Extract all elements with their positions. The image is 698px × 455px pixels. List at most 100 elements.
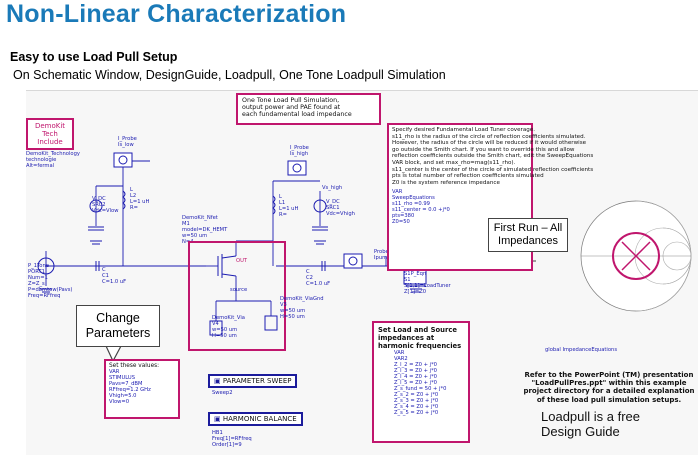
z-l-5: Z_l_5 = Z0 + j*0: [394, 380, 437, 386]
z-l-2: Z_l_2 = Z0 + j*0: [394, 362, 437, 368]
hemt-name: M1: [182, 221, 190, 227]
harmonics-title-1: Set Load and Source: [378, 326, 457, 334]
parameter-sweep-block[interactable]: ▣ PARAMETER SWEEP: [208, 374, 298, 388]
via-right-type: DemoKit_ViaGnd: [280, 296, 324, 302]
sweep-var-center: s11_center = 0.0 +j*0: [392, 207, 450, 214]
z-s-2: Z_s_2 = Z0 + j*0: [394, 392, 439, 398]
inductor-right-r: R=: [279, 212, 287, 218]
iprobe-left-type: I_Probe: [118, 136, 137, 142]
parameter-sweep-label: PARAMETER SWEEP: [222, 377, 292, 385]
vdc-left-value: Vdc=Vlow: [92, 208, 119, 214]
s1p-type: S1P_Eqn: [404, 271, 427, 277]
transistor-highlight-box: [188, 241, 286, 351]
hemt-type: DemoKit_Nfet: [182, 215, 218, 221]
sweep-var-pts: pts=380: [392, 213, 415, 220]
hemt-label[interactable]: DemoKit_Nfet M1 model=DK_HEMT w=50 um N=…: [182, 215, 227, 245]
harmonic-impedances-box[interactable]: Set Load and Source impedances at harmon…: [372, 321, 470, 443]
coverage-note-5: reflection coefficients outside the Smit…: [392, 153, 594, 160]
s1p-s11: S[1,1]=LoadTuner: [404, 283, 451, 289]
inductor-left-name: L2: [130, 193, 137, 199]
iprobe-right-label[interactable]: I_Probe Is_high: [290, 145, 309, 157]
sweep-var-type: VAR: [392, 189, 403, 196]
coverage-note-1: Specify desired Fundamental Load Tuner c…: [392, 127, 536, 133]
vdc-right-type: V_DC: [326, 199, 340, 205]
first-run-line-2: Impedances: [498, 235, 558, 247]
vdc-left-type: V_DC: [92, 196, 106, 202]
source-tone-port: PORT1: [28, 269, 45, 275]
cap-left-type: C: [102, 267, 106, 273]
sweep-icon: ▣: [214, 377, 221, 385]
s1p-label[interactable]: S1P_Eqn S1 S[1,1]=LoadTuner Z[1]=Z0: [404, 271, 451, 295]
refer-note: Refer to the PowerPoint (TM) presentatio…: [521, 371, 697, 404]
stimulus-name: STIMULUS: [109, 375, 135, 382]
sweep-var-block[interactable]: VAR SweepEquations s11_rho =0.99 s11_cen…: [392, 189, 528, 225]
iprobe-left-label[interactable]: I_Probe Is_low: [118, 136, 137, 148]
harmonics-var-type: VAR: [394, 350, 405, 356]
z-l-3: Z_l_3 = Z0 + j*0: [394, 368, 437, 374]
demokit-label-3: Include: [37, 138, 63, 146]
z-s-4: Z_s_4 = Z0 + j*0: [394, 404, 439, 410]
refer-note-line-1: Refer to the PowerPoint (TM) presentatio…: [524, 371, 694, 379]
vdc-left-label[interactable]: V_DC SRC2 Vdc=Vlow: [92, 196, 118, 214]
schematic-canvas[interactable]: DemoKit Tech Include DemoKit_Technology …: [26, 90, 698, 455]
coverage-note-4: go outside the Smith chart. If you want …: [392, 146, 575, 153]
sweep2-label: Sweep2: [212, 390, 233, 396]
sweep-var-rho: s11_rho =0.99: [392, 201, 430, 208]
source-tone-num: Num=1: [28, 275, 48, 281]
source-tone-p: P=dbmtow(Pavs): [28, 287, 73, 293]
cap-right-label[interactable]: C C2 C=1.0 uF: [306, 269, 330, 287]
via-left-label[interactable]: DemoKit_Via V4 w=50 um H=50 um: [212, 315, 245, 339]
sweep-var-name: SweepEquations: [392, 195, 435, 202]
free-design-guide-note: Loadpull is a free Design Guide: [541, 409, 640, 439]
cap-right-value: C=1.0 uF: [306, 281, 331, 287]
hb-params: HB1 Freq[1]=RFfreq Order[1]=9: [212, 430, 252, 448]
z-s-3: Z_s_3 = Z0 + j*0: [394, 398, 439, 404]
refer-note-line-4: of these load pull simulation setups.: [536, 395, 682, 404]
demokit-param-1: DemoKit_Technology: [26, 151, 80, 157]
stimulus-box[interactable]: Set these values: VAR STIMULUS Pavs=7_dB…: [104, 359, 180, 419]
change-params-line-1: Change: [96, 311, 140, 325]
vdc-right-name: SRC1: [326, 205, 340, 211]
inductor-right-name: L1: [279, 200, 286, 206]
demokit-include-box[interactable]: DemoKit Tech Include: [26, 118, 74, 150]
probe-label[interactable]: Probe Ipumped: [374, 249, 397, 261]
probe-type: Probe: [374, 249, 389, 255]
one-tone-note-line-1: One Tone Load Pull Simulation,: [242, 97, 340, 104]
vs-high-label: Vs_high: [322, 185, 343, 191]
stimulus-var-type: VAR: [109, 369, 120, 376]
source-tone-z: Z=Z_s: [28, 281, 45, 287]
via-right-w: w=50 um: [280, 308, 306, 314]
vdc-right-label[interactable]: V_DC SRC1 Vdc=Vhigh: [326, 199, 355, 217]
iprobe-right-name: Is_high: [290, 151, 309, 157]
hb-name: HB1: [212, 430, 223, 436]
first-run-callout: First Run – All Impedances: [488, 218, 568, 252]
coverage-note-2: s11_rho is the radius of the circle of r…: [392, 133, 586, 140]
demokit-params: DemoKit_Technology technologie Alt=ferma…: [26, 151, 80, 169]
change-parameters-callout: Change Parameters: [76, 305, 160, 347]
hb-order: Order[1]=9: [212, 442, 242, 448]
inductor-right-label[interactable]: L L1 L=1 uH R=: [279, 194, 298, 218]
stimulus-vhigh: Vhigh=5.0: [109, 393, 137, 400]
harmonic-balance-block[interactable]: ▣ HARMONIC BALANCE: [208, 412, 303, 426]
via-right-label[interactable]: DemoKit_ViaGnd V3 w=50 um H=50 um: [280, 296, 324, 320]
source-tone-label[interactable]: P_1Tone PORT1 Num=1 Z=Z_s P=dbmtow(Pavs)…: [28, 263, 72, 299]
harmonics-var-name: VAR2: [394, 356, 408, 362]
refer-note-line-2: "LoadPullPres.ppt" within this example: [531, 379, 687, 388]
cap-left-label[interactable]: C C1 C=1.0 uF: [102, 267, 126, 285]
iprobe-right-type: I_Probe: [290, 145, 309, 151]
menu-path-text: On Schematic Window, DesignGuide, Loadpu…: [13, 68, 446, 82]
via-left-type: DemoKit_Via: [212, 315, 245, 321]
via-right-name: V3: [280, 302, 287, 308]
hemt-model: model=DK_HEMT: [182, 227, 228, 233]
source-tone-type: P_1Tone: [28, 263, 49, 269]
global-impedance-equations[interactable]: global ImpedanceEquations: [545, 347, 618, 353]
schematic-wires: [37, 152, 692, 363]
stimulus-vlow: Vlow=0: [109, 399, 130, 406]
iprobe-left-name: Is_low: [118, 142, 134, 148]
cap-right-type: C: [306, 269, 310, 275]
slide-subtitle: Easy to use Load Pull Setup: [10, 50, 178, 64]
inductor-left-r: R=: [130, 205, 138, 211]
inductor-left-label[interactable]: L L2 L=1 uH R=: [130, 187, 149, 211]
z-s-fund: Z_s_fund = 50 + j*0: [394, 386, 447, 392]
coverage-note-3: However, the radius of the circle will b…: [392, 140, 587, 147]
